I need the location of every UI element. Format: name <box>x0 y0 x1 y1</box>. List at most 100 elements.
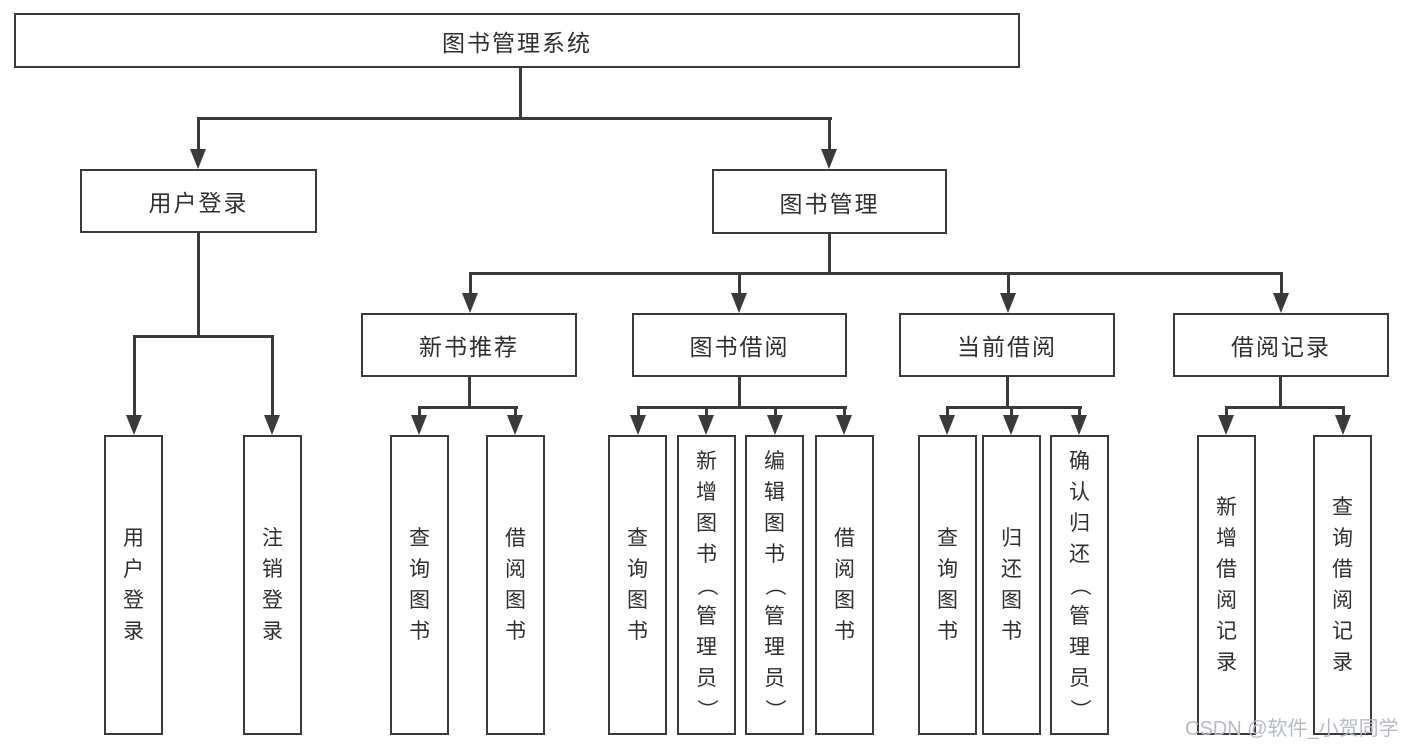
connector-hline <box>197 117 832 120</box>
arrowhead-icon <box>767 415 783 435</box>
arrowhead-icon <box>190 149 206 169</box>
vertical-char: 归 <box>1069 511 1090 535</box>
leaf-nb-query-books: 查询图书 <box>390 435 449 735</box>
connector-vline <box>1007 272 1010 294</box>
vertical-char: 图 <box>1001 589 1022 612</box>
node-label: 当前借阅 <box>957 334 1057 360</box>
vertical-char: 新 <box>1216 496 1237 519</box>
connector-vline <box>1342 406 1345 416</box>
connector-vline <box>828 234 831 273</box>
leaf-br-add-record: 新增借阅记录 <box>1197 435 1256 735</box>
node-root-library-management-system: 图书管理系统 <box>14 13 1020 68</box>
vertical-char: 记 <box>1216 620 1237 643</box>
vertical-char: 管 <box>696 604 717 628</box>
vertical-char: 询 <box>1332 527 1353 550</box>
arrowhead-icon <box>1273 293 1289 313</box>
connector-vline <box>637 406 640 416</box>
connector-vline <box>469 272 472 294</box>
node-book-management: 图书管理 <box>712 169 947 234</box>
vertical-char: 借 <box>1216 558 1237 581</box>
vertical-char: 注 <box>262 527 283 550</box>
vertical-char: 查 <box>1332 496 1353 519</box>
vertical-char: 图 <box>696 511 717 535</box>
vertical-char: 询 <box>937 558 958 581</box>
arrowhead-icon <box>698 415 714 435</box>
connector-vline <box>468 377 471 406</box>
vertical-char: 录 <box>1216 651 1237 674</box>
arrowhead-icon <box>939 415 955 435</box>
node-label: 图书管理系统 <box>442 29 592 56</box>
connector-vline <box>738 377 741 406</box>
connector-vline <box>1225 406 1228 416</box>
vertical-char: 查 <box>409 527 430 550</box>
leaf-bb-edit-books-admin: 编辑图书（管理员） <box>745 435 804 735</box>
vertical-char: 书 <box>1001 620 1022 643</box>
vertical-char: 编 <box>764 449 785 473</box>
node-user-login: 用户登录 <box>80 169 317 233</box>
leaf-logout: 注销登录 <box>243 435 302 735</box>
connector-hline <box>637 406 847 409</box>
connector-vline <box>519 68 522 117</box>
leaf-cb-confirm-return-admin: 确认归还（管理员） <box>1050 435 1109 735</box>
vertical-char: 管 <box>764 604 785 628</box>
node-label: 新书推荐 <box>419 334 519 360</box>
connector-vline <box>1078 406 1081 416</box>
connector-hline <box>418 406 518 409</box>
csdn-watermark: CSDN @软件_小贺同学 <box>1185 718 1399 740</box>
node-borrowing-records: 借阅记录 <box>1173 313 1389 377</box>
vertical-char: 查 <box>627 527 648 550</box>
arrowhead-icon <box>507 415 523 435</box>
vertical-char: 认 <box>1069 480 1090 504</box>
connector-vline <box>133 335 136 416</box>
vertical-char: 户 <box>123 558 144 581</box>
connector-vline <box>774 406 777 416</box>
vertical-char: ） <box>695 698 718 720</box>
leaf-user-login: 用户登录 <box>104 435 163 735</box>
vertical-char: 书 <box>696 542 717 566</box>
node-label: 图书借阅 <box>689 334 790 360</box>
connector-vline <box>1280 272 1283 294</box>
vertical-char: 询 <box>409 558 430 581</box>
arrowhead-icon <box>1218 415 1234 435</box>
vertical-char: 录 <box>1332 651 1353 674</box>
leaf-br-query-record: 查询借阅记录 <box>1313 435 1372 735</box>
connector-vline <box>197 233 200 335</box>
arrowhead-icon <box>731 293 747 313</box>
connector-vline <box>418 406 421 416</box>
vertical-char: 员 <box>764 666 785 690</box>
vertical-char: 阅 <box>505 558 526 581</box>
vertical-char: 书 <box>505 620 526 643</box>
vertical-char: 图 <box>834 589 855 612</box>
vertical-char: 阅 <box>834 558 855 581</box>
arrowhead-icon <box>1000 293 1016 313</box>
vertical-char: 新 <box>696 449 717 473</box>
arrowhead-icon <box>836 415 852 435</box>
vertical-char: 理 <box>764 635 785 659</box>
vertical-char: 还 <box>1001 558 1022 581</box>
connector-vline <box>828 117 831 150</box>
leaf-cb-return-books: 归还图书 <box>982 435 1041 735</box>
vertical-char: 图 <box>937 589 958 612</box>
leaf-bb-add-books-admin: 新增图书（管理员） <box>677 435 736 735</box>
connector-hline <box>469 272 1283 275</box>
vertical-char: 记 <box>1332 620 1353 643</box>
vertical-char: 阅 <box>1216 589 1237 612</box>
vertical-char: （ <box>695 574 718 596</box>
vertical-char: 阅 <box>1332 589 1353 612</box>
arrowhead-icon <box>462 293 478 313</box>
vertical-char: 书 <box>764 542 785 566</box>
connector-hline <box>1225 406 1345 409</box>
vertical-char: 书 <box>937 620 958 643</box>
connector-vline <box>705 406 708 416</box>
vertical-char: 理 <box>1069 635 1090 659</box>
vertical-char: ） <box>763 698 786 720</box>
arrowhead-icon <box>126 415 142 435</box>
connector-vline <box>1279 377 1282 406</box>
arrowhead-icon <box>821 149 837 169</box>
vertical-char: 录 <box>123 620 144 643</box>
vertical-char: 辑 <box>764 480 785 504</box>
vertical-char: 增 <box>1216 527 1237 550</box>
vertical-char: 询 <box>627 558 648 581</box>
vertical-char: （ <box>1068 574 1091 596</box>
arrowhead-icon <box>630 415 646 435</box>
